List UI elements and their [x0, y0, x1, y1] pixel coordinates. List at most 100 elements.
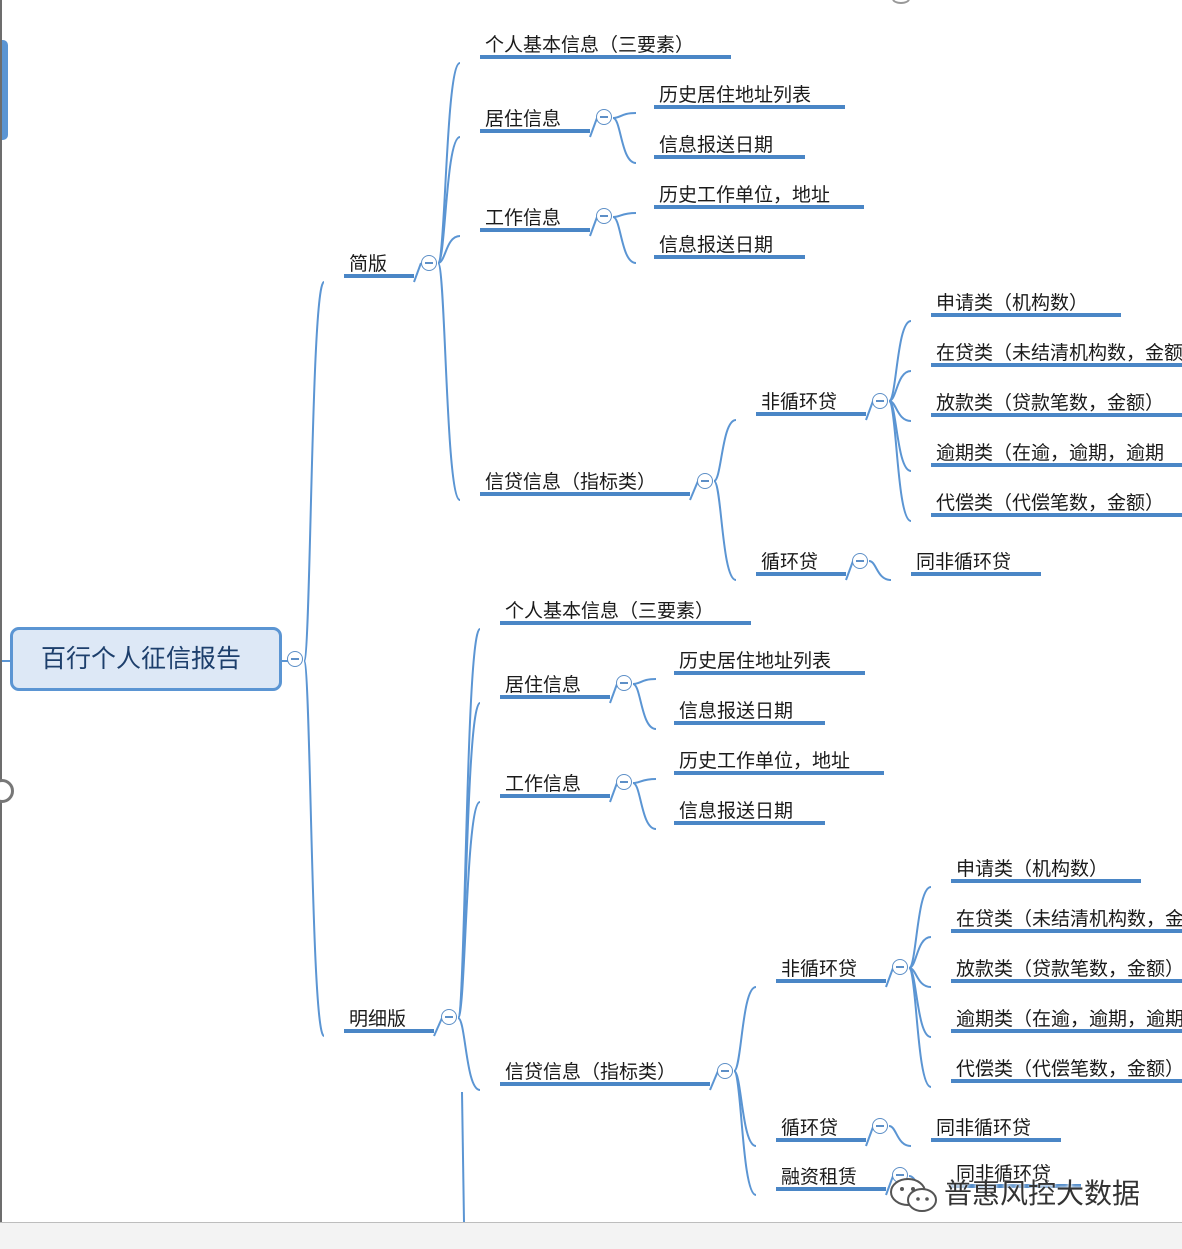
- connector-curve: [457, 628, 481, 1019]
- simple-residence-history[interactable]: 历史居住地址列表: [654, 81, 845, 109]
- simple-work-date[interactable]: 信息报送日期: [654, 231, 805, 259]
- connector-curve: [457, 1017, 481, 1091]
- detail-residence-date[interactable]: 信息报送日期: [674, 697, 825, 725]
- connector-curve: [612, 117, 637, 164]
- connector-curve: [713, 480, 737, 581]
- collapse-toggle-icon[interactable]: [852, 553, 868, 569]
- collapse-toggle-icon[interactable]: [892, 959, 908, 975]
- connector-line: [609, 683, 618, 704]
- connector-curve: [713, 419, 737, 482]
- simple-apply-class[interactable]: 申请类（机构数）: [931, 289, 1121, 317]
- connector-curve: [457, 801, 481, 1019]
- connector-line: [885, 1175, 894, 1196]
- connector-line: [413, 262, 422, 283]
- detail-compensation-class[interactable]: 代偿类（代偿笔数，金额）: [951, 1055, 1182, 1083]
- window-bottom-edge: [0, 1222, 1182, 1249]
- collapse-toggle-icon[interactable]: [872, 393, 888, 409]
- connector-curve: [437, 262, 461, 501]
- connector-curve: [908, 886, 932, 969]
- detail-financial-leasing[interactable]: 融资租赁: [776, 1163, 886, 1191]
- connector-line: [845, 560, 854, 581]
- root-node[interactable]: 百行个人征信报告: [10, 627, 282, 691]
- connector-curve: [888, 1125, 912, 1147]
- connector-curve: [612, 216, 637, 264]
- collapse-toggle-icon[interactable]: [616, 675, 632, 691]
- connector-curve: [612, 212, 637, 218]
- connector-curve: [888, 400, 912, 522]
- connector-line: [865, 400, 874, 421]
- detail-loan-outstanding-class[interactable]: 在贷类（未结清机构数，金: [951, 905, 1182, 933]
- connector-curve: [868, 560, 892, 581]
- collapse-toggle-icon[interactable]: [441, 1009, 457, 1025]
- simple-disbursement-class[interactable]: 放款类（贷款笔数，金额）: [931, 389, 1182, 417]
- connector-curve: [632, 683, 657, 730]
- branch-detailed[interactable]: 明细版: [344, 1005, 434, 1033]
- resize-handle-icon[interactable]: [0, 779, 14, 803]
- detail-residence-history[interactable]: 历史居住地址列表: [674, 647, 865, 675]
- side-tab[interactable]: [0, 40, 8, 140]
- connector-curve: [437, 136, 461, 264]
- connector-line: [609, 782, 618, 803]
- collapse-toggle-icon[interactable]: [596, 109, 612, 125]
- collapse-toggle-icon[interactable]: [697, 473, 713, 489]
- simple-loan-outstanding-class[interactable]: 在贷类（未结清机构数，金额: [931, 339, 1182, 367]
- connector-line: [589, 117, 598, 138]
- branch-simple[interactable]: 简版: [344, 250, 414, 278]
- connector-line: [885, 967, 894, 988]
- connector-curve: [888, 370, 912, 402]
- connector-curve: [303, 281, 325, 662]
- connector-line: [461, 1091, 465, 1223]
- detail-disbursement-class[interactable]: 放款类（贷款笔数，金额）: [951, 955, 1182, 983]
- simple-revolving[interactable]: 循环贷: [756, 548, 846, 576]
- connector-line: [589, 216, 598, 237]
- collapse-toggle-icon[interactable]: [421, 255, 437, 271]
- collapse-toggle-icon[interactable]: [872, 1118, 888, 1134]
- window-edge: [0, 0, 2, 1222]
- detail-nonrevolving[interactable]: 非循环贷: [776, 955, 886, 983]
- simple-overdue-class[interactable]: 逾期类（在逾，逾期，逾期: [931, 439, 1182, 467]
- detail-work-date[interactable]: 信息报送日期: [674, 797, 825, 825]
- simple-residence-info[interactable]: 居住信息: [480, 105, 590, 133]
- simple-work-history[interactable]: 历史工作单位，地址: [654, 181, 864, 209]
- detail-work-history[interactable]: 历史工作单位，地址: [674, 747, 884, 775]
- simple-residence-date[interactable]: 信息报送日期: [654, 131, 805, 159]
- detail-basic-info[interactable]: 个人基本信息（三要素）: [500, 597, 751, 625]
- watermark-text: 普惠风控大数据: [944, 1177, 1141, 1210]
- wechat-icon: [890, 1178, 937, 1212]
- simple-compensation-class[interactable]: 代偿类（代偿笔数，金额）: [931, 489, 1182, 517]
- detail-leasing-same[interactable]: 同非循环贷: [951, 1160, 1081, 1188]
- simple-nonrevolving[interactable]: 非循环贷: [756, 388, 866, 416]
- simple-credit-info[interactable]: 信贷信息（指标类）: [480, 468, 690, 496]
- watermark: 普惠风控大数据: [888, 1172, 1140, 1216]
- connector-line: [709, 1070, 719, 1091]
- connector-curve: [437, 62, 461, 264]
- detail-residence-info[interactable]: 居住信息: [500, 671, 610, 699]
- simple-revolving-same[interactable]: 同非循环贷: [911, 548, 1041, 576]
- connector-curve: [908, 936, 932, 969]
- connector-curve: [303, 660, 325, 1037]
- detail-overdue-class[interactable]: 逾期类（在逾，逾期，逾期: [951, 1005, 1182, 1033]
- collapse-toggle-icon[interactable]: [287, 651, 303, 667]
- connector-curve: [908, 967, 932, 1088]
- connector-curve: [733, 1070, 757, 1196]
- collapse-toggle-icon[interactable]: [717, 1063, 733, 1079]
- collapse-toggle-icon[interactable]: [596, 208, 612, 224]
- connector-curve: [437, 235, 461, 264]
- detail-work-info[interactable]: 工作信息: [500, 770, 610, 798]
- collapse-toggle-icon[interactable]: [616, 774, 632, 790]
- detail-revolving[interactable]: 循环贷: [776, 1114, 866, 1142]
- detail-credit-info[interactable]: 信贷信息（指标类）: [500, 1058, 710, 1086]
- detail-revolving-same[interactable]: 同非循环贷: [931, 1114, 1061, 1142]
- connector-line: [865, 1126, 874, 1147]
- connector-curve: [888, 320, 912, 402]
- connector-line: [433, 1017, 443, 1037]
- simple-work-info[interactable]: 工作信息: [480, 204, 590, 232]
- connector-curve: [632, 782, 657, 830]
- simple-basic-info[interactable]: 个人基本信息（三要素）: [480, 31, 731, 59]
- detail-apply-class[interactable]: 申请类（机构数）: [951, 855, 1141, 883]
- connector-curve: [632, 778, 657, 784]
- connector-line: [689, 480, 699, 501]
- connector-curve: [632, 678, 657, 685]
